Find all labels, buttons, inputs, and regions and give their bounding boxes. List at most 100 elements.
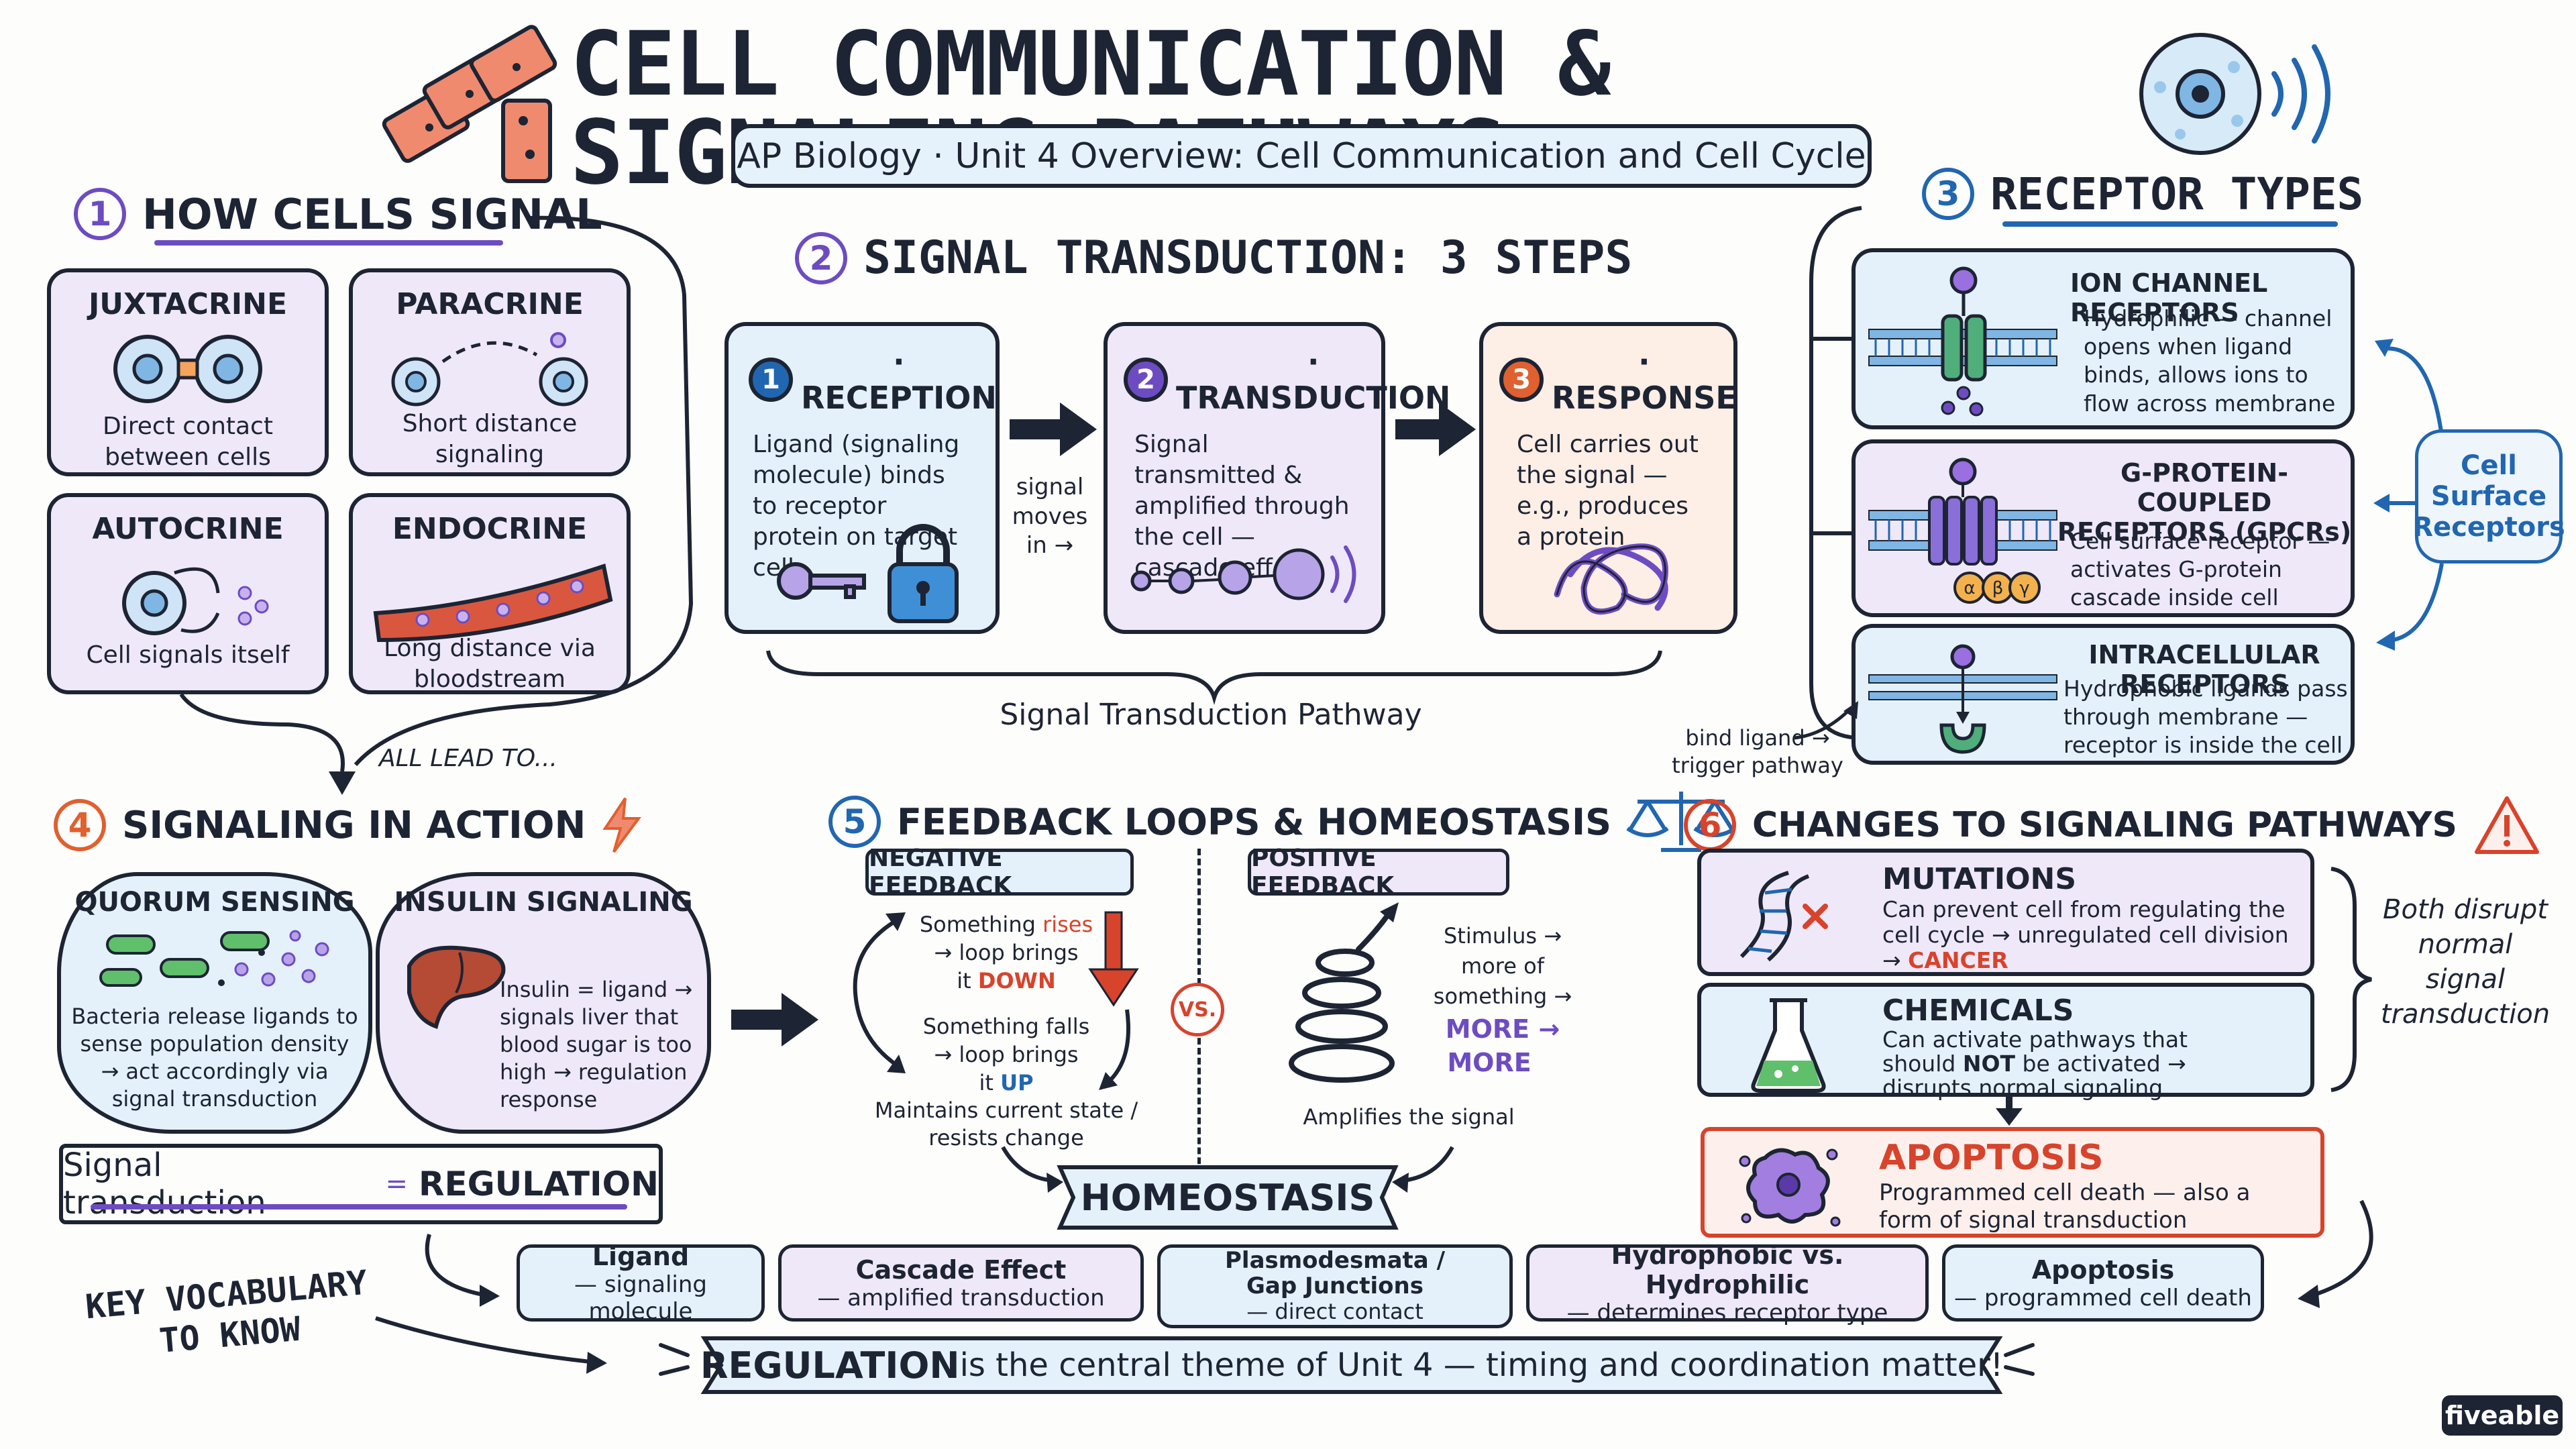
section-title: CHANGES TO SIGNALING PATHWAYS <box>1752 805 2457 845</box>
not-text: NOT <box>1962 1051 2016 1077</box>
brand-logo: fiveable <box>2442 1395 2563 1436</box>
warning-icon <box>2474 796 2539 854</box>
step-number: 1 <box>749 358 793 402</box>
regulation-banner-shape <box>700 1336 2003 1394</box>
homeostasis-arrows <box>1001 1146 1454 1193</box>
section-title: FEEDBACK LOOPS & HOMEOSTASIS <box>897 800 1611 843</box>
section3-underline <box>2002 221 2338 227</box>
mutations-text: Can prevent cell from regulating the cel… <box>1882 897 2292 973</box>
card-title: G-PROTEIN-COUPLED RECEPTORS (GPCRs) <box>2057 458 2352 547</box>
chemicals-line3: disrupts normal signaling <box>1882 1075 2163 1101</box>
homeostasis-label: HOMEOSTASIS <box>1080 1176 1375 1219</box>
liver-icon <box>407 945 506 1029</box>
pathway-label: Signal Transduction Pathway <box>1000 698 1422 732</box>
autocrine-icon <box>122 567 269 635</box>
domino-icon <box>382 25 557 183</box>
text: be activated → <box>2015 1051 2186 1077</box>
negative-line2: → loop brings <box>934 940 1079 965</box>
flask-icon <box>1751 998 1826 1093</box>
regulation-eq: = <box>385 1169 408 1199</box>
negative-line1: Something rises <box>899 911 1114 938</box>
regulation-right: REGULATION <box>418 1165 659 1203</box>
vocab-term: Plasmodesmata / Gap Junctions <box>1225 1247 1445 1299</box>
side-brace <box>2330 867 2372 1092</box>
bacteria-icon <box>99 930 329 987</box>
chemicals-card: CHEMICALS Can activate pathways that sho… <box>1697 983 2314 1100</box>
card-text: Hydrophilic — channel opens when ligand … <box>2084 305 2336 417</box>
spiral-icon <box>1289 902 1399 1083</box>
vs-badge: VS. <box>1171 983 1224 1036</box>
positive-footer: Amplifies the signal <box>1303 1104 1515 1130</box>
banner-text: is the central theme of Unit 4 — timing … <box>959 1346 2004 1384</box>
ion-channel-icon <box>1868 266 2057 417</box>
section3-header: 3 RECEPTOR TYPES <box>1922 168 2363 220</box>
section-number: 4 <box>54 799 106 851</box>
lock-key-icon <box>777 524 959 623</box>
text: Something <box>919 912 1043 937</box>
vocab-term: Cascade Effect <box>855 1254 1067 1285</box>
vocab-item-hydrophobic: Hydrophobic vs. Hydrophilic — determines… <box>1526 1240 1929 1326</box>
text: it <box>979 1070 1001 1095</box>
chemicals-title: CHEMICALS <box>1882 994 2074 1028</box>
card-text: Cell signals itself <box>86 641 290 669</box>
section2-header: 2 SIGNAL TRANSDUCTION: 3 STEPS <box>795 231 1632 284</box>
vocab-def: — programmed cell death <box>1954 1284 2252 1311</box>
alpha-label: α <box>1964 578 1975 598</box>
quorum-text: Bacteria release ligands to sense popula… <box>71 1004 358 1112</box>
vocab-term: Ligand <box>592 1241 690 1271</box>
apoptosis-text: Programmed cell death — also a form of s… <box>1879 1179 2251 1234</box>
autocrine-card: AUTOCRINE Cell signals itself <box>47 493 329 694</box>
card-title: ION CHANNEL RECEPTORS <box>2070 268 2268 327</box>
negative-line4: Something falls <box>922 1014 1090 1039</box>
step-number: 2 <box>1124 358 1168 402</box>
quorum-cloud <box>57 872 372 1134</box>
card-title: AUTOCRINE <box>92 512 284 546</box>
step-text: Ligand (signaling molecule) binds to rec… <box>753 431 960 582</box>
cells-contact-icon <box>113 335 262 403</box>
gpcr-icon: α β γ <box>1868 458 2057 604</box>
card-text: Short distance signaling <box>402 410 578 469</box>
transduction-card: 2 · TRANSDUCTION Signal transmitted & am… <box>1104 322 1450 634</box>
step-number: 3 <box>1499 358 1544 402</box>
card-text: Cell surface receptor — activates G-prot… <box>2070 528 2330 611</box>
positive-line2: more of <box>1461 953 1544 979</box>
dying-cell-icon <box>1739 1148 1841 1227</box>
vocab-def: — direct contact <box>1246 1298 1424 1324</box>
ion-channel-card: ION CHANNEL RECEPTORS Hydrophilic — chan… <box>1851 248 2355 429</box>
card-text: Hydrophobic ligands pass through membran… <box>2063 676 2348 759</box>
arrow-icon <box>1010 402 1097 456</box>
negative-footer: Maintains current state / resists change <box>874 1097 1138 1150</box>
mutations-title: MUTATIONS <box>1882 862 2077 896</box>
surface-receptor-label: Cell Surface Receptors <box>2412 429 2565 564</box>
section-title: RECEPTOR TYPES <box>1990 168 2364 220</box>
arrow-note: signal moves in → <box>1012 474 1088 559</box>
rises-text: rises <box>1042 912 1093 937</box>
card-title: ENDOCRINE <box>392 512 588 546</box>
gpcr-card: α β γ G-PROTEIN-COUPLED RECEPTORS (GPCRs… <box>1851 439 2355 617</box>
banner-bold: REGULATION <box>700 1344 960 1387</box>
section-number: 6 <box>1684 799 1736 851</box>
negative-line5: → loop brings <box>934 1042 1079 1067</box>
positive-feedback-label: POSITIVE FEEDBACK <box>1248 845 1509 900</box>
blood-vessel-icon <box>373 564 613 643</box>
positive-line5: MORE <box>1447 1048 1532 1077</box>
section1-underline <box>154 240 503 246</box>
vocab-term: Apoptosis <box>2031 1254 2175 1285</box>
cascade-icon <box>1130 545 1356 603</box>
vocab-def: — determines receptor type <box>1566 1299 1888 1326</box>
lead-text: ALL LEAD TO... <box>379 745 557 772</box>
vocab-term: Hydrophobic vs. Hydrophilic <box>1611 1240 1844 1299</box>
card-title: INTRACELLULAR RECEPTORS <box>2088 640 2320 699</box>
juxtacrine-card: JUXTACRINE Direct contact between cells <box>47 268 329 476</box>
down-arrow-icon <box>1996 1093 2023 1126</box>
arrow-icon <box>1395 402 1476 456</box>
paracrine-icon <box>391 332 588 407</box>
insulin-title: INSULIN SIGNALING <box>394 887 693 918</box>
card-text: Long distance via bloodstream <box>384 635 596 694</box>
positive-line1: Stimulus → <box>1443 923 1562 949</box>
regulation-banner: REGULATION is the central theme of Unit … <box>700 1338 2003 1392</box>
reception-card: 1 · RECEPTION Ligand (signaling molecule… <box>724 322 1000 634</box>
regulation-box: Signal transduction = REGULATION <box>59 1144 663 1224</box>
section-number: 2 <box>795 231 847 284</box>
vocab-item-plasmodesmata: Plasmodesmata / Gap Junctions — direct c… <box>1157 1244 1513 1328</box>
